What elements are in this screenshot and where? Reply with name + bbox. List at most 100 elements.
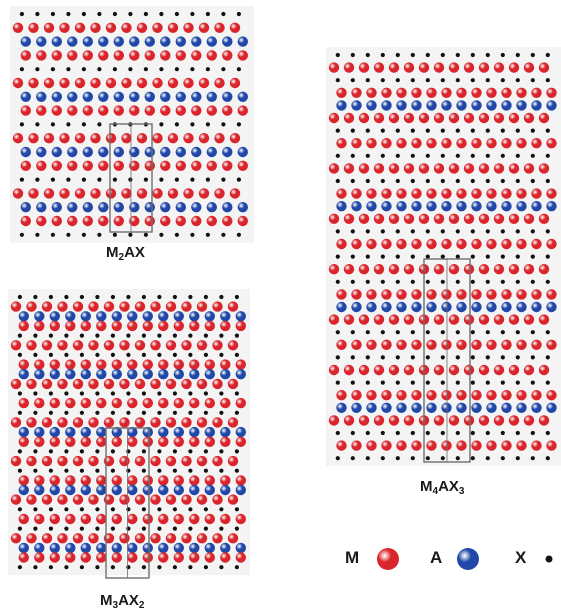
m-atom (222, 216, 232, 226)
x-atom (531, 280, 535, 284)
m-atom (336, 138, 346, 148)
m-atom (145, 50, 155, 60)
x-atom (396, 355, 400, 359)
x-atom (441, 53, 445, 57)
x-atom (157, 565, 161, 569)
x-atom (381, 381, 385, 385)
x-atom (501, 255, 505, 259)
x-atom (97, 178, 101, 182)
x-atom (219, 469, 223, 473)
m-atom (168, 133, 178, 143)
m-atom (441, 188, 451, 198)
a-atom (158, 543, 168, 553)
m-atom (19, 552, 29, 562)
m-atom (434, 365, 444, 375)
x-atom (366, 78, 370, 82)
x-atom (501, 280, 505, 284)
m-atom (181, 533, 191, 543)
m-atom (150, 340, 160, 350)
m-atom (11, 301, 21, 311)
m-atom (441, 390, 451, 400)
m-atom (238, 105, 248, 115)
x-atom (516, 129, 520, 133)
x-atom (95, 507, 99, 511)
m-atom (486, 138, 496, 148)
x-atom (486, 431, 490, 435)
x-atom (188, 507, 192, 511)
m-atom (98, 105, 108, 115)
m-atom (44, 23, 54, 33)
m-atom (426, 138, 436, 148)
x-atom (111, 565, 115, 569)
x-atom (456, 280, 460, 284)
x-atom (35, 12, 39, 16)
m-atom (441, 239, 451, 249)
a-atom (19, 543, 29, 553)
x-atom (173, 411, 177, 415)
x-atom (546, 381, 550, 385)
a-atom (471, 201, 481, 211)
m-atom (181, 379, 191, 389)
x-atom (126, 391, 130, 395)
x-atom (441, 456, 445, 460)
x-atom (351, 431, 355, 435)
m-atom (160, 216, 170, 226)
a-atom (366, 403, 376, 413)
x-atom (381, 53, 385, 57)
x-atom (66, 12, 70, 16)
m-atom (104, 340, 114, 350)
x-atom (35, 67, 39, 71)
a-atom (501, 100, 511, 110)
m-atom (479, 163, 489, 173)
a-atom (441, 100, 451, 110)
m-atom (90, 78, 100, 88)
x-atom (426, 280, 430, 284)
m-atom (351, 188, 361, 198)
a-atom (127, 485, 137, 495)
m-atom (81, 437, 91, 447)
m3ax2-structure-panel (8, 289, 250, 578)
m-atom (137, 78, 147, 88)
x-atom (51, 178, 55, 182)
m-atom (486, 88, 496, 98)
a-atom (50, 485, 60, 495)
x-atom (486, 229, 490, 233)
m-atom (212, 456, 222, 466)
a-atom (52, 147, 62, 157)
x-atom (35, 122, 39, 126)
m-atom (65, 321, 75, 331)
m-atom (81, 514, 91, 524)
a-atom (236, 369, 246, 379)
x-atom (173, 334, 177, 338)
a-atom (174, 543, 184, 553)
x-atom (128, 233, 132, 237)
x-atom (175, 122, 179, 126)
x-atom (336, 355, 340, 359)
m-atom (344, 365, 354, 375)
x-atom (456, 381, 460, 385)
x-atom (351, 355, 355, 359)
x-atom (441, 154, 445, 158)
x-atom (33, 507, 37, 511)
m-atom (176, 105, 186, 115)
x-atom (471, 154, 475, 158)
m-atom (88, 379, 98, 389)
m-atom (329, 314, 339, 324)
a-atom (158, 485, 168, 495)
x-atom (126, 527, 130, 531)
x-atom (51, 233, 55, 237)
m-atom (411, 88, 421, 98)
x-atom (80, 469, 84, 473)
x-atom (336, 78, 340, 82)
m-atom (11, 456, 21, 466)
m-atom (36, 161, 46, 171)
x-atom (456, 255, 460, 259)
x-atom (351, 255, 355, 259)
x-atom (456, 179, 460, 183)
m-atom (434, 314, 444, 324)
m-atom (34, 321, 44, 331)
x-atom (82, 12, 86, 16)
m-atom (19, 514, 29, 524)
x-atom (411, 431, 415, 435)
m-atom (531, 239, 541, 249)
